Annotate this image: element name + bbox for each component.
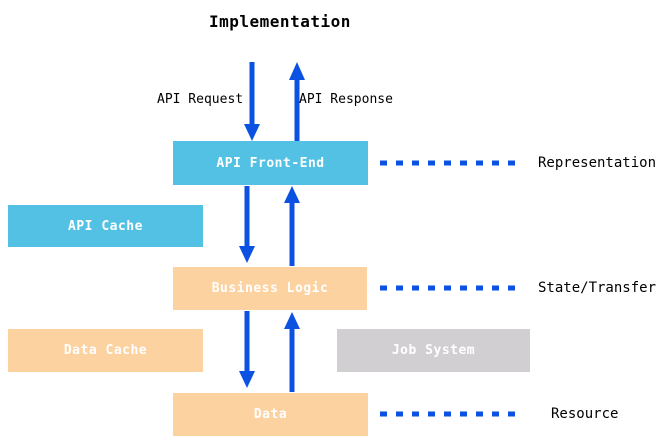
api-request-label: API Request (157, 92, 244, 107)
logic-to-data-arrow-down (239, 311, 255, 388)
box-api-front-end: API Front-End (173, 141, 368, 185)
box-data-cache: Data Cache (8, 329, 203, 372)
api-response-arrow-up (289, 62, 305, 141)
data-to-logic-arrow-up (284, 312, 300, 392)
box-job-system-label: Job System (391, 343, 476, 358)
box-data-label: Data (253, 407, 288, 422)
box-api-front-end-label: API Front-End (216, 155, 325, 171)
box-business-logic-label: Business Logic (211, 281, 329, 296)
resource-label: Resource (551, 406, 619, 422)
box-job-system: Job System (337, 329, 530, 372)
api-request-arrow-down (244, 62, 260, 141)
box-api-cache: API Cache (8, 205, 203, 247)
box-business-logic: Business Logic (173, 267, 367, 310)
logic-to-frontend-arrow-up (284, 186, 300, 266)
state-transfer-label: State/Transfer (538, 280, 657, 296)
frontend-to-logic-arrow-down (239, 186, 255, 263)
box-data-cache-label: Data Cache (63, 343, 148, 358)
api-response-label: API Response (299, 92, 393, 107)
diagram-title: Implementation (209, 12, 351, 31)
box-api-cache-label: API Cache (68, 218, 143, 234)
representation-label: Representation (538, 155, 657, 171)
box-data: Data (173, 393, 368, 436)
